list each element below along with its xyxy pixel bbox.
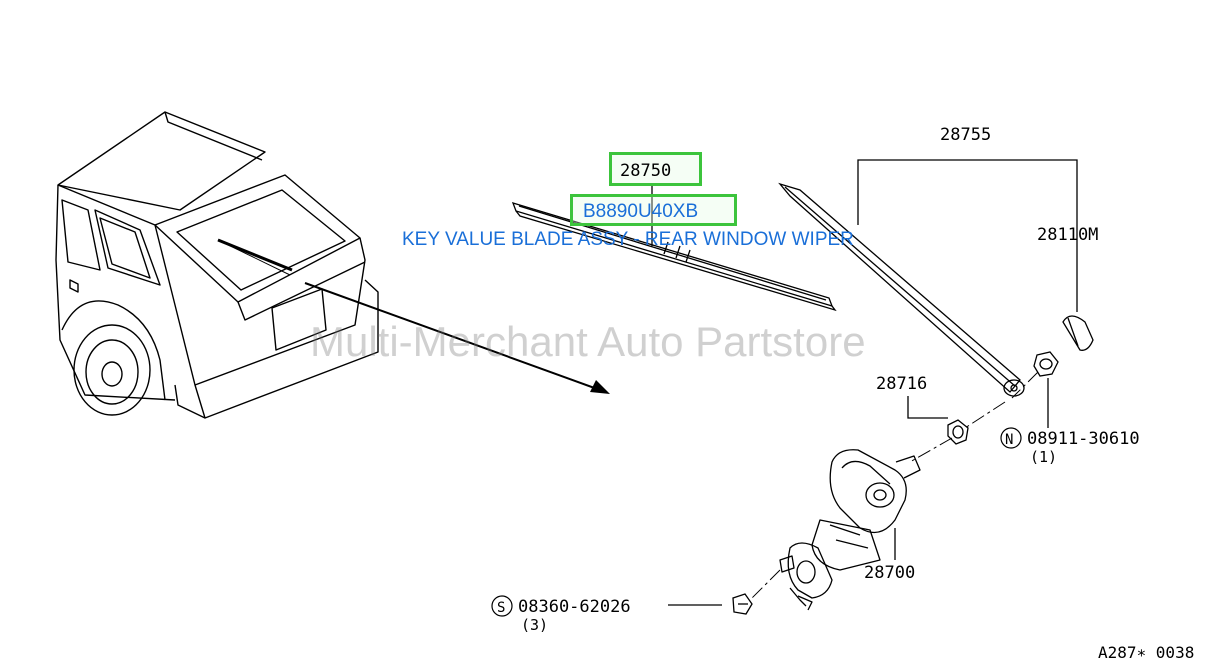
part-number-label: 28750 (620, 161, 672, 181)
seal (947, 419, 969, 445)
oem-number-highlight[interactable]: B8890U40XB (570, 194, 737, 226)
callout-nut: 08911-30610 (1027, 429, 1140, 449)
direction-arrow (304, 282, 610, 394)
callout-motor: 28700 (864, 563, 915, 583)
arm-bracket-leader (857, 159, 1078, 312)
nut-callout: N 08911-30610 (1) (1000, 427, 1140, 466)
callout-arm-assembly: 28755 (940, 125, 991, 145)
callout-screw: 08360-62026 (518, 597, 631, 617)
callout-seal: 28716 (876, 374, 927, 394)
vehicle-illustration (55, 111, 379, 419)
callout-arm-cap: 28110M (1037, 225, 1098, 245)
screw-symbol: S (497, 600, 505, 616)
seal-leader-line (907, 396, 948, 419)
alignment-axis (749, 371, 1039, 601)
part-number-highlight[interactable]: 28750 (609, 152, 702, 186)
screw-callout: S 08360-62026 (3) (491, 595, 631, 634)
figure-reference: A287∗ 0038 (1098, 643, 1194, 662)
nut-symbol: N (1005, 432, 1013, 448)
screw (732, 593, 753, 615)
callout-nut-qty: (1) (1030, 448, 1057, 466)
arm-cap (1062, 315, 1094, 351)
wiper-arm (778, 182, 1025, 397)
oem-number-label: B8890U40XB (583, 201, 699, 222)
wiper-motor (779, 449, 921, 611)
part-description: KEY VALUE BLADE ASSY - REAR WINDOW WIPER (402, 229, 854, 250)
callout-screw-qty: (3) (521, 616, 548, 634)
nut (1033, 351, 1059, 377)
